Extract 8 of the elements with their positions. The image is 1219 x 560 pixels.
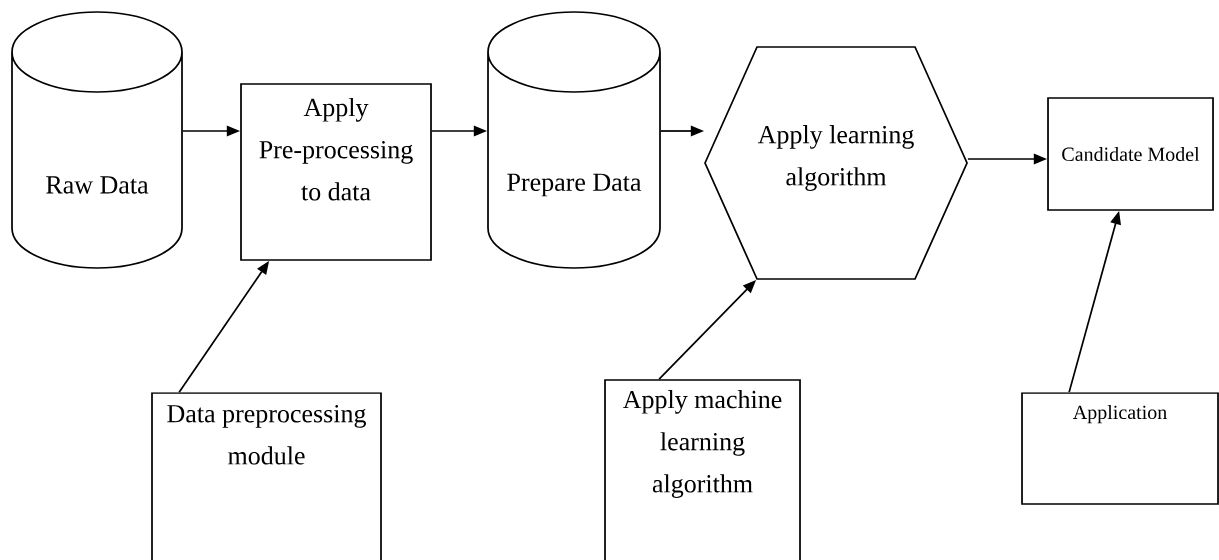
module-box: Data preprocessing module	[151, 392, 382, 560]
application-box: Application	[1021, 392, 1219, 505]
module-box: Apply machine learning algorithm	[604, 379, 801, 560]
database-cylinder: Raw Data	[11, 11, 183, 269]
result-box: Candidate Model	[1047, 97, 1214, 211]
process-box: Apply Pre-processing to data	[240, 83, 432, 261]
process-hexagon: Apply learning algorithm	[704, 46, 968, 280]
database-cylinder: Prepare Data	[487, 11, 661, 269]
